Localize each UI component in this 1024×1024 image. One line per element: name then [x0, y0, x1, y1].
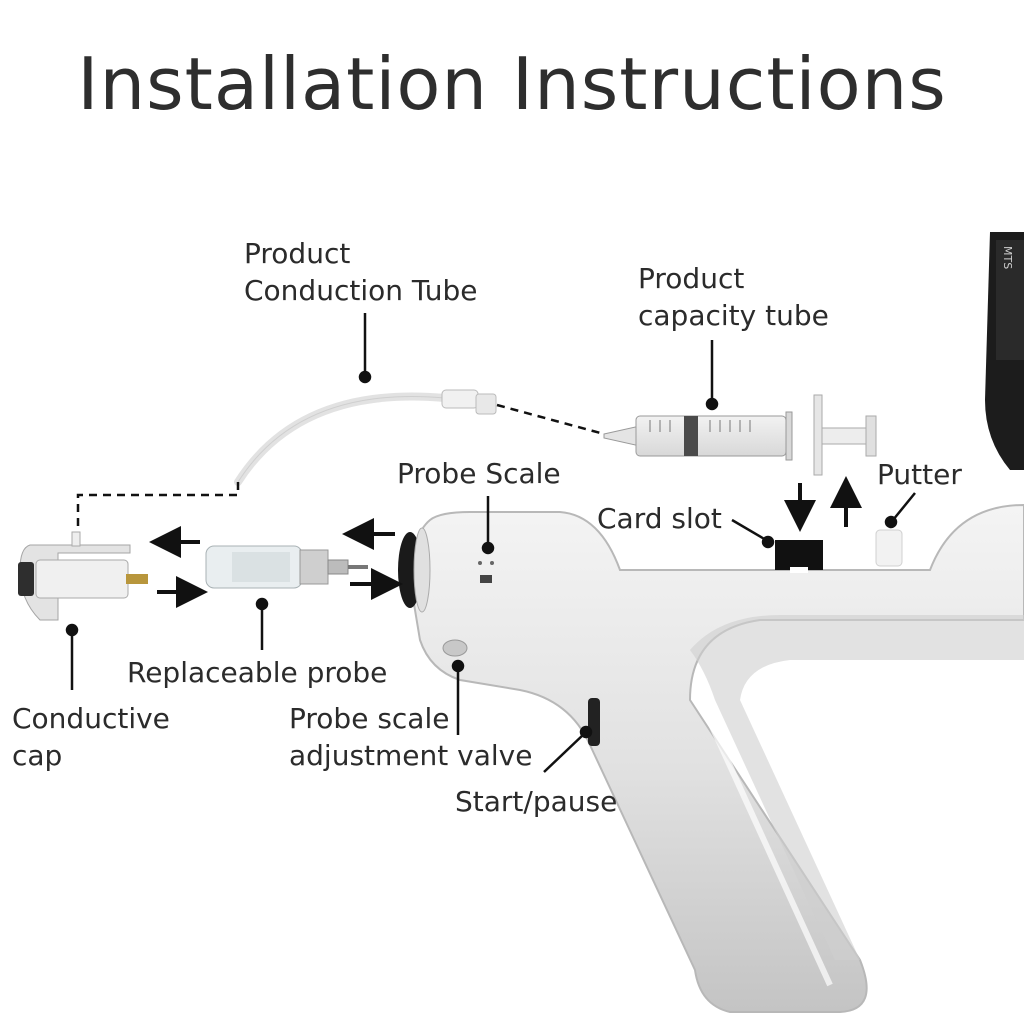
putter	[875, 529, 903, 567]
dashed-connector-cap	[76, 482, 240, 528]
label-probe-scale: Probe Scale	[397, 457, 561, 490]
leader-lines	[65, 313, 916, 773]
conductive-cap	[18, 531, 148, 621]
start-pause-button[interactable]	[588, 698, 600, 746]
device-body	[408, 503, 1024, 1013]
probe-mount-ring	[398, 527, 431, 613]
replaceable-probe	[205, 545, 368, 589]
label-conduction-tube: Product Conduction Tube	[244, 237, 478, 307]
device-screen: MTS	[985, 232, 1024, 470]
dashed-connector	[496, 403, 605, 436]
label-start-pause: Start/pause	[455, 785, 618, 818]
probe-scale-indicator	[478, 561, 494, 583]
capacity-tube-syringe	[603, 394, 877, 476]
card-slot	[775, 540, 823, 573]
conduction-tube	[234, 389, 497, 486]
label-capacity-tube: Product capacity tube	[638, 262, 829, 332]
label-card-slot: Card slot	[597, 502, 722, 535]
label-adjustment-valve: Probe scale adjustment valve	[289, 702, 533, 772]
label-conductive-cap: Conductive cap	[12, 702, 170, 772]
label-replaceable-probe: Replaceable probe	[127, 656, 388, 689]
label-putter: Putter	[877, 458, 962, 491]
page-title: Installation Instructions	[77, 42, 947, 126]
adjustment-valve-knob[interactable]	[442, 639, 468, 657]
device-screen-text: MTS	[1001, 246, 1014, 269]
